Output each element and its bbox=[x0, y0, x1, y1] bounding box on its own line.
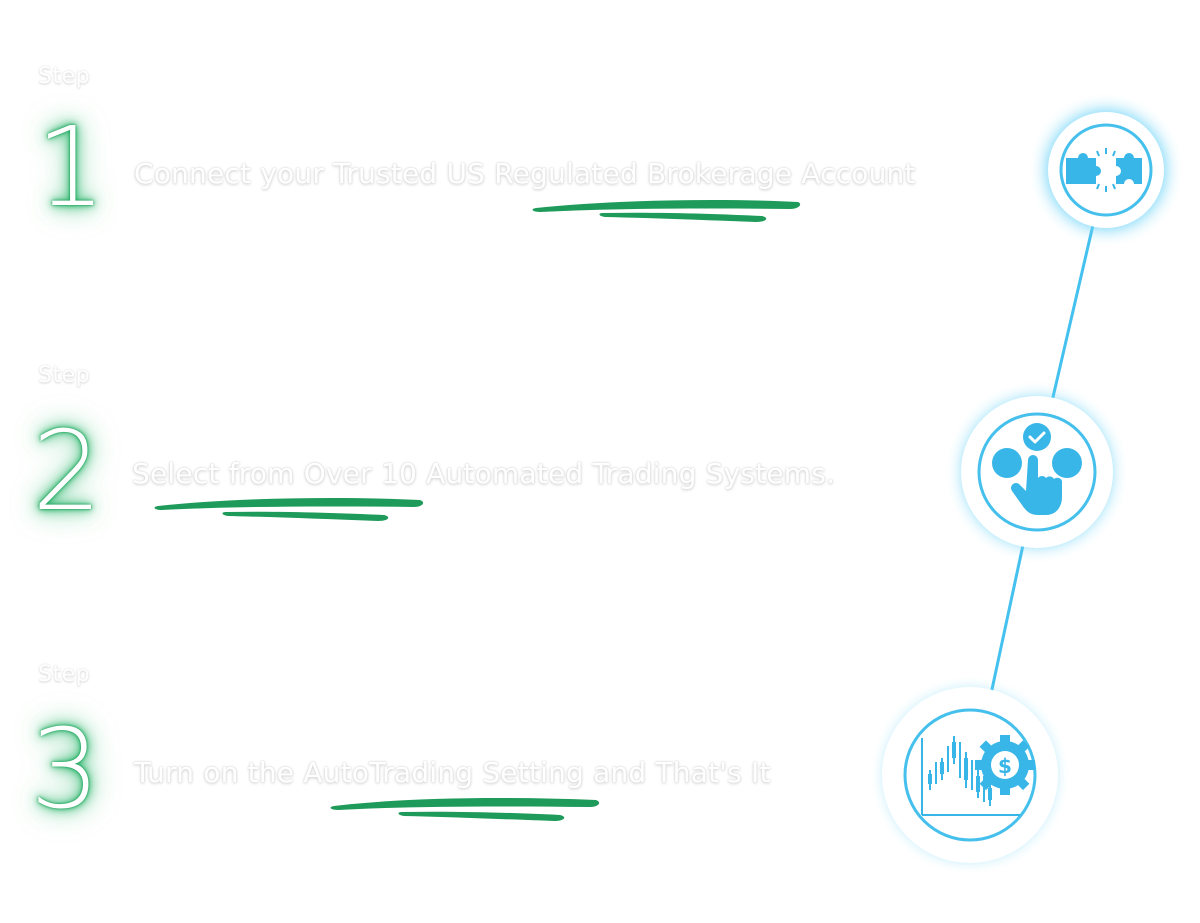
underline-3 bbox=[330, 798, 600, 821]
step-3-label: Step bbox=[38, 662, 91, 687]
connector-line-1-2 bbox=[1048, 224, 1095, 411]
step-3-number: 3 bbox=[30, 705, 100, 833]
underline-2 bbox=[154, 498, 424, 521]
step-2-label: Step bbox=[38, 363, 91, 388]
underline-1 bbox=[532, 200, 801, 222]
chart-gear-dollar-icon: $ bbox=[921, 735, 1035, 816]
step-1-icon-circle bbox=[1048, 112, 1164, 228]
step-3-icon-circle: $ bbox=[882, 687, 1058, 863]
step-1-text: Connect your Trusted US Regulated Broker… bbox=[134, 157, 916, 190]
step-1-label: Step bbox=[38, 64, 91, 89]
connector-line-2-3 bbox=[986, 544, 1025, 709]
step-2-text: Select from Over 10 Automated Trading Sy… bbox=[132, 457, 836, 490]
svg-text:$: $ bbox=[998, 754, 1012, 778]
step-1-number: 1 bbox=[36, 103, 106, 231]
hand-select-icon bbox=[992, 423, 1082, 515]
step-2-icon-circle bbox=[961, 396, 1113, 548]
puzzle-connect-icon bbox=[1066, 148, 1142, 192]
step-3-text: Turn on the AutoTrading Setting and That… bbox=[134, 756, 771, 789]
step-2-number: 2 bbox=[32, 407, 102, 535]
